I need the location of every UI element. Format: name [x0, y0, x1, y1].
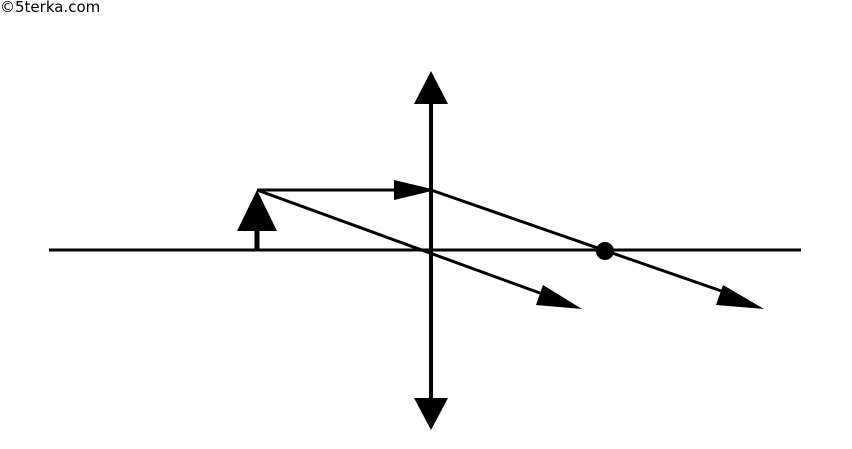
ray-central-arrowhead — [536, 285, 582, 309]
object-arrow — [237, 190, 277, 250]
lens-top-arrowhead — [414, 71, 448, 104]
focal-point — [596, 242, 614, 260]
watermark: ©5terka.com — [0, 0, 101, 16]
ray-parallel — [257, 180, 764, 309]
lens-bottom-arrowhead — [414, 398, 448, 430]
object-arrow-head — [237, 190, 277, 231]
ray-parallel-refracted-arrowhead — [716, 285, 764, 309]
ray-central-line — [256, 188, 549, 298]
ray-central — [256, 188, 582, 309]
converging-lens — [414, 71, 448, 430]
ray-parallel-incident-arrowhead — [394, 180, 436, 200]
ray-parallel-refracted — [430, 188, 731, 296]
